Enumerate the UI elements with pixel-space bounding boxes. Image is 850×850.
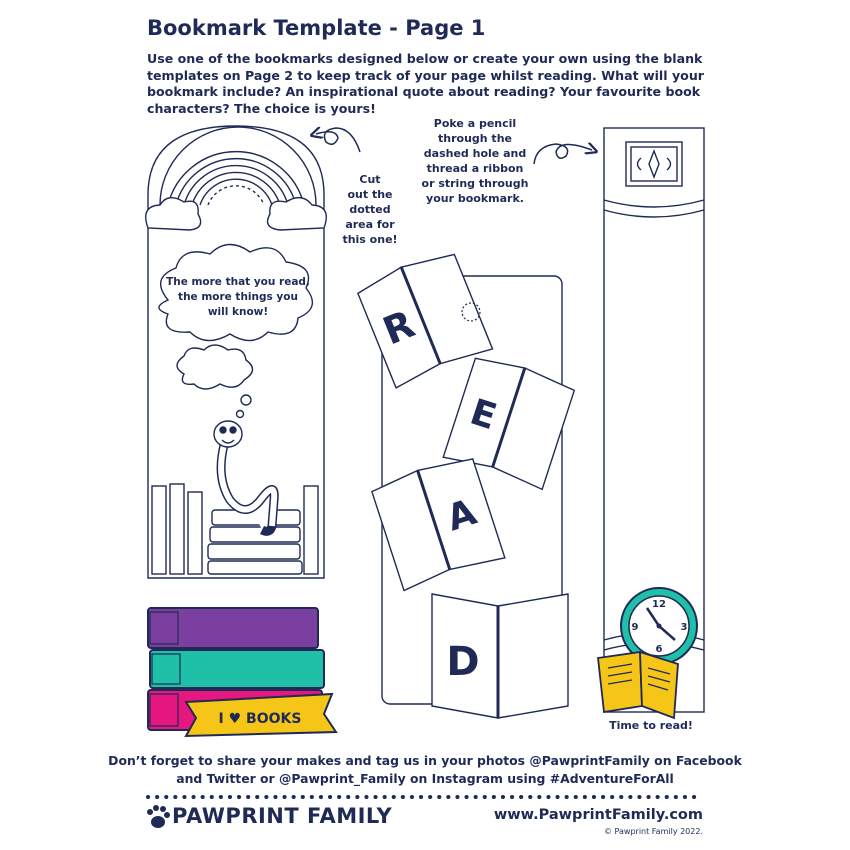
colored-book-stack	[147, 607, 338, 738]
purple-book	[147, 607, 319, 649]
cut-note-line: Cut	[359, 173, 380, 186]
clock-number: 3	[681, 622, 688, 633]
cut-note-line: area for	[345, 218, 395, 231]
teal-book	[149, 649, 325, 689]
book-stack-drawing	[151, 483, 319, 575]
paw-icon	[147, 805, 170, 828]
cut-note: Cut out the dotted area for this one!	[342, 173, 397, 246]
curly-arrow-icon	[316, 128, 361, 153]
curly-arrow-icon	[533, 144, 592, 165]
quote-line: The more that you read,	[166, 276, 310, 288]
letter-d: D	[446, 639, 479, 685]
poke-note: Poke a pencil through the dashed hole an…	[422, 117, 529, 205]
poke-note-line: your bookmark.	[426, 192, 524, 205]
clock-number: 6	[656, 644, 663, 655]
cloud-icon	[145, 197, 202, 231]
cut-note-line: out the	[347, 188, 392, 201]
punch-hole	[461, 302, 481, 322]
cloud-icon	[266, 197, 327, 231]
open-book-icon	[597, 650, 679, 720]
clock-number: 9	[632, 622, 639, 633]
books-banner	[184, 692, 338, 738]
poke-note-line: thread a ribbon	[427, 162, 524, 175]
intro-text: Use one of the bookmarks designed below …	[147, 51, 704, 116]
quote-cloud	[158, 243, 314, 342]
bookmark-rainbow-worm	[145, 125, 327, 579]
book-letter-a: A	[371, 458, 506, 592]
poke-note-line: Poke a pencil	[434, 117, 516, 130]
books-banner-label: I ♥ BOOKS	[219, 711, 302, 727]
book-letter-d: D	[431, 593, 569, 719]
poke-note-line: or string through	[422, 177, 529, 190]
book-letter-r: R	[357, 253, 494, 389]
cut-note-line: this one!	[342, 233, 397, 246]
cut-note-line: dotted	[349, 203, 390, 216]
clock-icon	[620, 587, 698, 665]
ornament-icon	[636, 149, 672, 179]
website-link[interactable]: www.PawprintFamily.com	[493, 807, 703, 823]
thought-cloud	[176, 344, 254, 390]
poke-note-line: through the	[438, 132, 512, 145]
copyright: © Pawprint Family 2022.	[604, 827, 703, 836]
rainbow-icon	[159, 126, 317, 206]
clock-number: 12	[652, 599, 666, 610]
book-letter-e: E	[442, 357, 576, 491]
quote-line: will know!	[208, 306, 268, 318]
share-message: Don’t forget to share your makes and tag…	[108, 753, 742, 786]
brand-logo-text: PAWPRINT FAMILY	[172, 804, 393, 828]
worm-icon	[213, 420, 279, 536]
time-to-read: Time to read!	[609, 719, 693, 732]
poke-note-line: dashed hole and	[424, 147, 526, 160]
quote-line: the more things you	[178, 291, 298, 303]
page-title: Bookmark Template - Page 1	[147, 16, 486, 40]
